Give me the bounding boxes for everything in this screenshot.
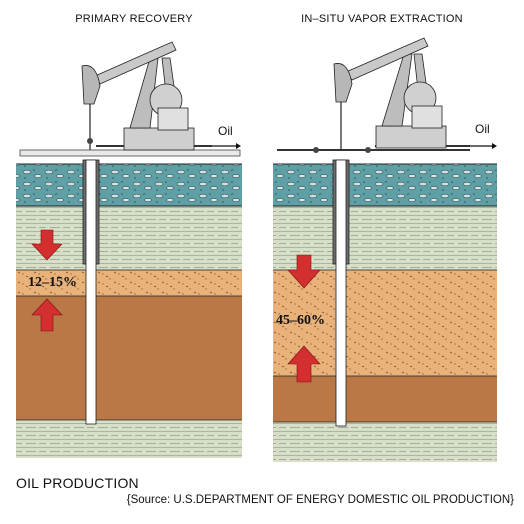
recovery-rate-primary: 12–15% [28, 275, 77, 290]
bedrock-layer-left [16, 296, 242, 420]
recovery-rate-vapor-extraction: 45–60% [276, 313, 325, 328]
deep-shale-layer-left [16, 420, 242, 458]
downward-pressure-arrow-left [31, 229, 63, 261]
well-bore-left [85, 159, 97, 425]
topsoil-layer-right [273, 164, 497, 206]
left-ground-section [16, 163, 242, 458]
bedrock-layer-right [273, 376, 497, 422]
caption-title: OIL PRODUCTION [16, 475, 139, 491]
shale-layer-left [16, 206, 242, 270]
panel-title-primary-recovery: PRIMARY RECOVERY [75, 13, 193, 25]
deep-shale-layer-right [273, 422, 497, 462]
caption-source: {Source: U.S.DEPARTMENT OF ENERGY DOMEST… [126, 494, 514, 506]
downward-pressure-arrow-right [287, 254, 321, 289]
oil-flow-label-left: Oil [218, 124, 233, 138]
panel-title-vapor-extraction: IN–SITU VAPOR EXTRACTION [301, 13, 463, 25]
upward-pressure-arrow-right [287, 345, 321, 383]
flow-arrow-right [492, 143, 497, 149]
pump-jack-left [81, 41, 195, 151]
upward-pressure-arrow-left [31, 298, 63, 332]
flow-arrow-left [236, 143, 241, 149]
topsoil-layer-left [16, 164, 242, 206]
pump-jack-right [333, 37, 447, 150]
oil-sand-layer-left [16, 270, 242, 296]
surface-pad-left [19, 149, 241, 157]
oil-flow-label-right: Oil [475, 122, 490, 136]
well-bore-right [335, 159, 347, 427]
